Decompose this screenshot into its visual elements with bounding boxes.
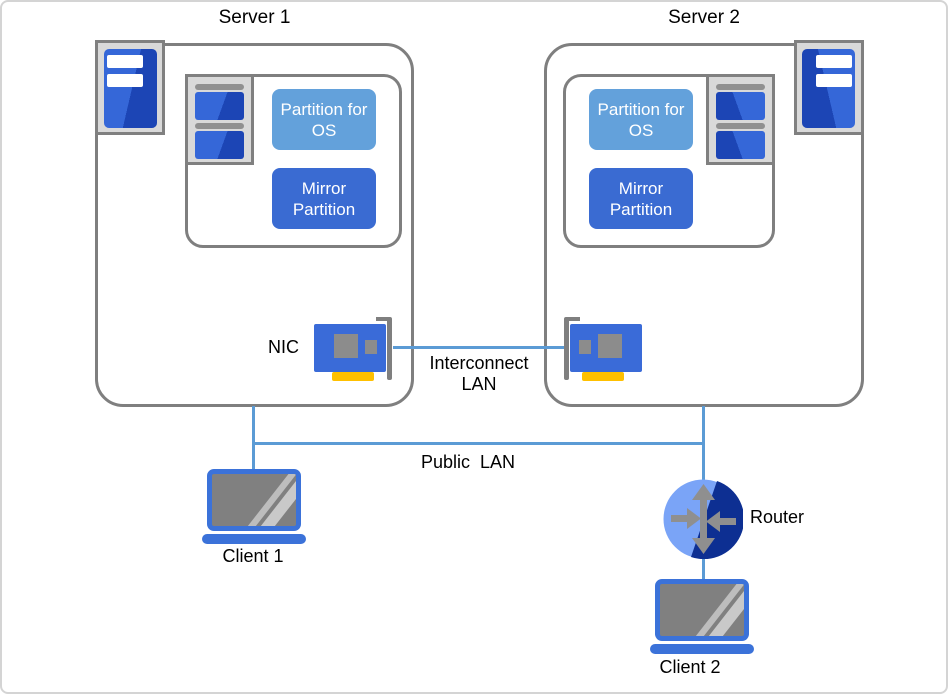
disk-cap — [716, 123, 765, 129]
client2-label: Client 2 — [659, 657, 721, 677]
screen-glare — [700, 584, 744, 636]
server-tower-icon — [95, 40, 165, 135]
laptop-base — [650, 644, 754, 654]
public-lan-label: Public LAN — [421, 452, 516, 472]
nic-card — [314, 324, 386, 372]
router-icon — [663, 479, 743, 559]
router-label: Router — [750, 507, 805, 527]
disk-platter — [716, 92, 765, 120]
laptop-base — [202, 534, 306, 544]
nic-connector — [582, 372, 624, 381]
nic-label: NIC — [268, 337, 299, 357]
server1-mirror-partition: Mirror Partition — [272, 168, 376, 229]
server-tower-slot — [107, 74, 143, 87]
nic-card-icon — [562, 317, 642, 382]
disk-platter — [195, 92, 244, 120]
nic-chip — [365, 340, 377, 354]
server-tower-slot — [816, 74, 852, 87]
laptop-screen — [207, 469, 301, 531]
screen-glare — [252, 474, 296, 526]
nic-card — [570, 324, 642, 372]
nic-bracket-tab — [376, 317, 389, 321]
server-tower-slot — [107, 55, 143, 68]
server1-to-client1-line — [252, 406, 255, 470]
laptop-screen — [655, 579, 749, 641]
nic-bracket-tab — [567, 317, 580, 321]
disk-stack-icon — [185, 74, 254, 165]
public-lan-line — [252, 442, 705, 445]
server2-mirror-partition: Mirror Partition — [589, 168, 693, 229]
nic-bracket — [564, 317, 569, 380]
server2-title: Server 2 — [668, 7, 740, 28]
disk-platter — [195, 131, 244, 159]
disk-stack-icon — [706, 74, 775, 165]
interconnect-lan-label: Interconnect LAN — [429, 353, 529, 394]
interconnect-lan-line — [393, 346, 564, 349]
nic-chip — [579, 340, 591, 354]
laptop-icon — [650, 579, 754, 655]
disk-cap — [716, 84, 765, 90]
laptop-icon — [202, 469, 306, 545]
server2-partition-os: Partition for OS — [589, 89, 693, 150]
disk-platter — [716, 131, 765, 159]
client1-label: Client 1 — [222, 546, 284, 566]
disk-cap — [195, 123, 244, 129]
server-tower-icon — [794, 40, 864, 135]
disk-cap — [195, 84, 244, 90]
nic-chip — [598, 334, 622, 358]
server-tower-slot — [816, 55, 852, 68]
nic-chip — [334, 334, 358, 358]
server1-partition-os: Partition for OS — [272, 89, 376, 150]
nic-card-icon — [314, 317, 394, 382]
server1-title: Server 1 — [218, 7, 291, 28]
nic-bracket — [387, 317, 392, 380]
nic-connector — [332, 372, 374, 381]
